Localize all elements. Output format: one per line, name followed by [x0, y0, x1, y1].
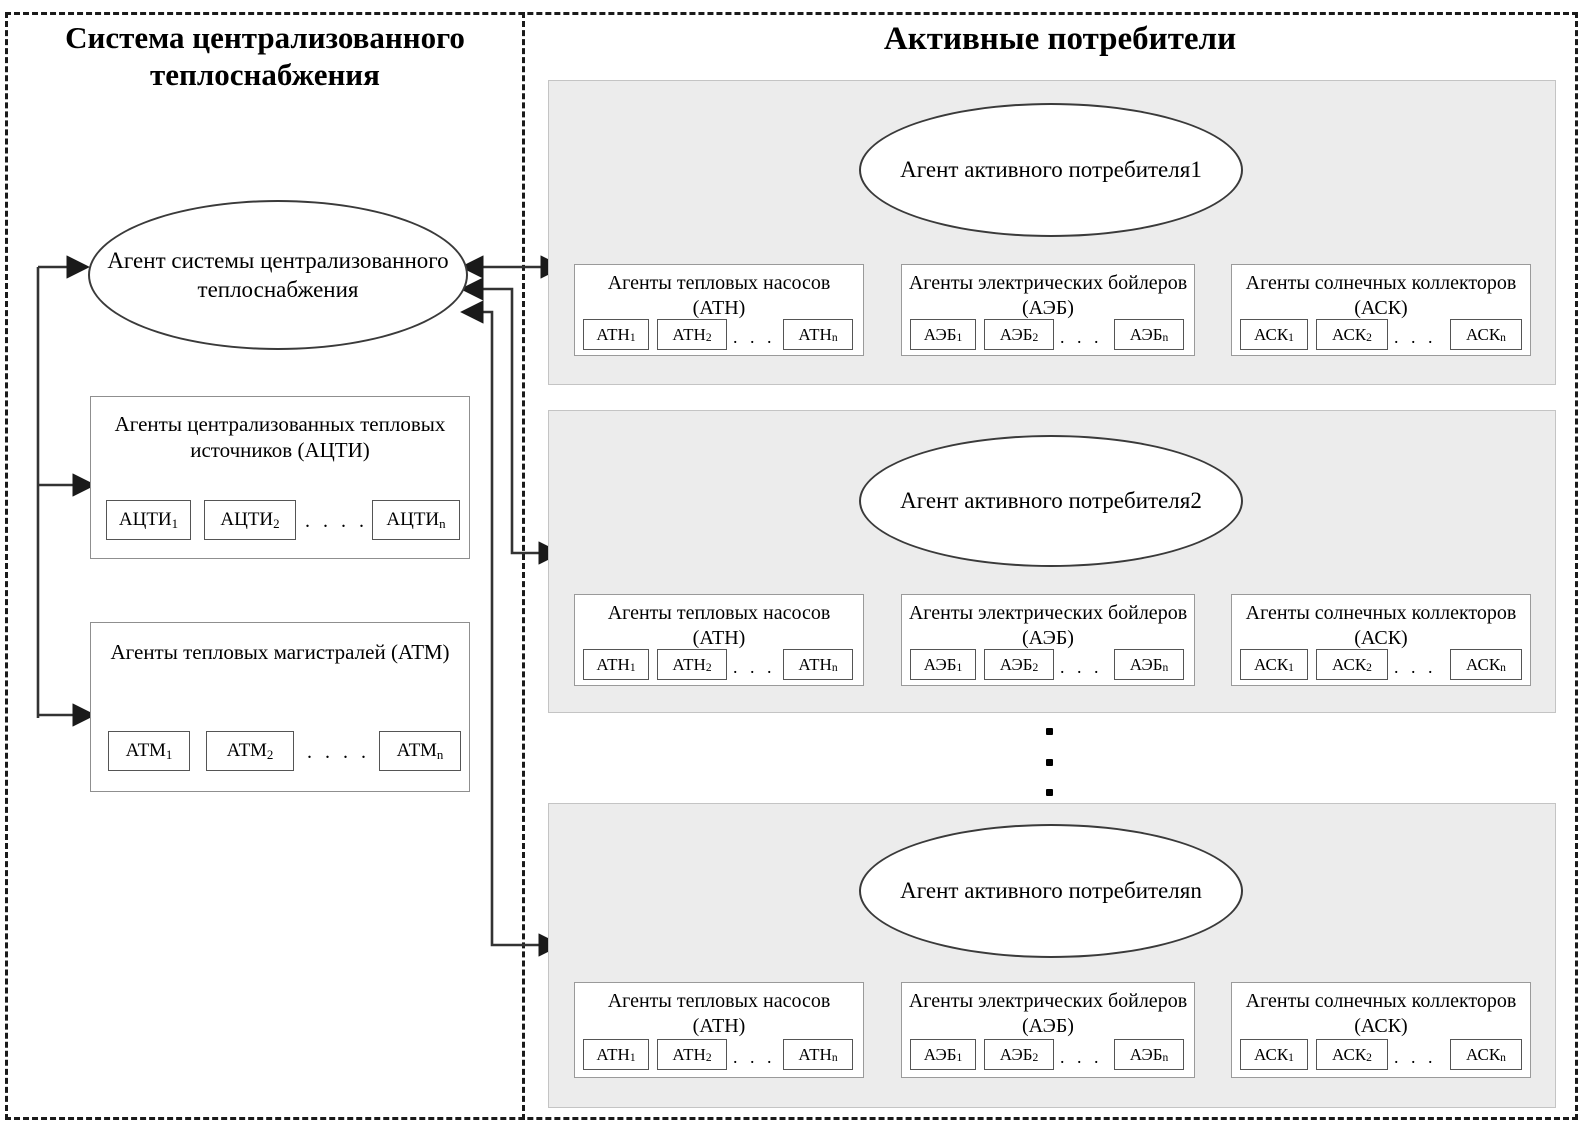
groupn-solar-collectors-title: Агенты солнечных коллекторов (АСК) — [1245, 990, 1517, 1037]
central-agent-label: Агент системы централизованного теплосна… — [107, 247, 449, 302]
actI-chips-ellipsis: . . . . — [305, 510, 368, 532]
central-heating-system-agent[interactable]: Агент системы централизованного теплосна… — [88, 200, 468, 350]
consumer-group-n[interactable]: Агент активного потребителяn Агенты тепл… — [548, 803, 1556, 1108]
ellipsis-dot — [1045, 789, 1053, 796]
gn-athn-ellipsis: . . . — [733, 1047, 776, 1067]
left-panel-title: Система централизованного теплоснабжения — [65, 20, 465, 92]
group1-solar-collectors-title: Агенты солнечных коллекторов (АСК) — [1245, 272, 1517, 319]
gn-aeb-ellipsis: . . . — [1060, 1047, 1103, 1067]
g1-athn-ellipsis: . . . — [733, 327, 776, 347]
atm-chips-ellipsis: . . . . — [307, 741, 370, 763]
vertical-dashed-divider — [522, 12, 525, 1120]
active-consumer-agent-2[interactable]: Агент активного потребителя2 — [859, 435, 1243, 567]
ellipsis-dot — [1045, 758, 1053, 766]
group-continuation-ellipsis — [1045, 728, 1053, 796]
consumer-group-1[interactable]: Агент активного потребителя1 Агенты тепл… — [548, 80, 1556, 385]
actI-block-title: Агенты централизованных тепловых источни… — [114, 412, 446, 463]
active-consumer-agent-n[interactable]: Агент активного потребителяn — [859, 824, 1243, 958]
active-consumer-agent-2-label: Агент активного потребителя2 — [900, 488, 1202, 514]
outer-dashed-frame — [5, 12, 1578, 1120]
g2-athn-ellipsis: . . . — [733, 657, 776, 677]
group2-electric-boilers-title: Агенты электрических бойлеров (АЭБ) — [908, 602, 1188, 649]
active-consumer-agent-1[interactable]: Агент активного потребителя1 — [859, 103, 1243, 237]
groupn-electric-boilers-title: Агенты электрических бойлеров (АЭБ) — [908, 990, 1188, 1037]
group2-solar-collectors-title: Агенты солнечных коллекторов (АСК) — [1245, 602, 1517, 649]
consumer-group-2[interactable]: Агент активного потребителя2 Агенты тепл… — [548, 410, 1556, 713]
group2-heat-pumps-title: Агенты тепловых насосов (АТН) — [607, 602, 831, 649]
g2-ask-ellipsis: . . . — [1394, 657, 1437, 677]
group1-heat-pumps-title: Агенты тепловых насосов (АТН) — [607, 272, 831, 319]
g2-aeb-ellipsis: . . . — [1060, 657, 1103, 677]
ellipsis-dot — [1045, 728, 1053, 735]
right-panel-title: Активные потребители — [883, 21, 1237, 57]
group1-electric-boilers-title: Агенты электрических бойлеров (АЭБ) — [908, 272, 1188, 319]
g1-aeb-ellipsis: . . . — [1060, 327, 1103, 347]
gn-ask-ellipsis: . . . — [1394, 1047, 1437, 1067]
atm-block-title: Агенты тепловых магистралей (АТМ) — [110, 640, 450, 664]
groupn-heat-pumps-title: Агенты тепловых насосов (АТН) — [607, 990, 831, 1037]
active-consumer-agent-1-label: Агент активного потребителя1 — [900, 157, 1202, 183]
g1-ask-ellipsis: . . . — [1394, 327, 1437, 347]
active-consumer-agent-n-label: Агент активного потребителяn — [900, 878, 1202, 904]
actI-block[interactable]: Агенты централизованных тепловых источни… — [90, 396, 470, 559]
